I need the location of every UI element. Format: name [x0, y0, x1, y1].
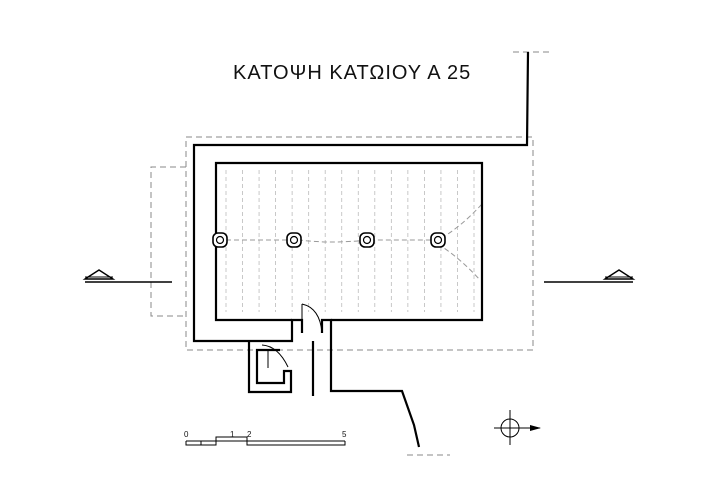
north-arrow-icon	[494, 410, 541, 445]
column	[286, 232, 302, 248]
footprint-dashed-outline	[150, 51, 550, 456]
section-marker-icon	[602, 269, 636, 280]
section-marker-left	[82, 269, 172, 283]
scale-bar: 0 1 2 5	[184, 430, 347, 446]
scale-label-0: 0	[184, 430, 189, 439]
door-swing-main[interactable]	[301, 303, 323, 334]
scale-label-2: 2	[247, 430, 252, 439]
outer-walls	[192, 51, 530, 448]
ceiling-joist-grid	[225, 170, 475, 312]
scale-label-5: 5	[342, 430, 347, 439]
section-marker-icon	[82, 269, 116, 280]
column	[212, 232, 228, 248]
door-swing-annex[interactable]	[261, 344, 289, 368]
annex-room	[247, 341, 293, 394]
columns	[212, 232, 446, 248]
scale-label-1: 1	[230, 430, 235, 439]
drawing-title: ΚΑΤΟΨΗ ΚΑΤΩΙΟΥ Α 25	[233, 62, 471, 84]
column	[359, 232, 375, 248]
section-marker-right	[544, 269, 636, 283]
column	[430, 232, 446, 248]
